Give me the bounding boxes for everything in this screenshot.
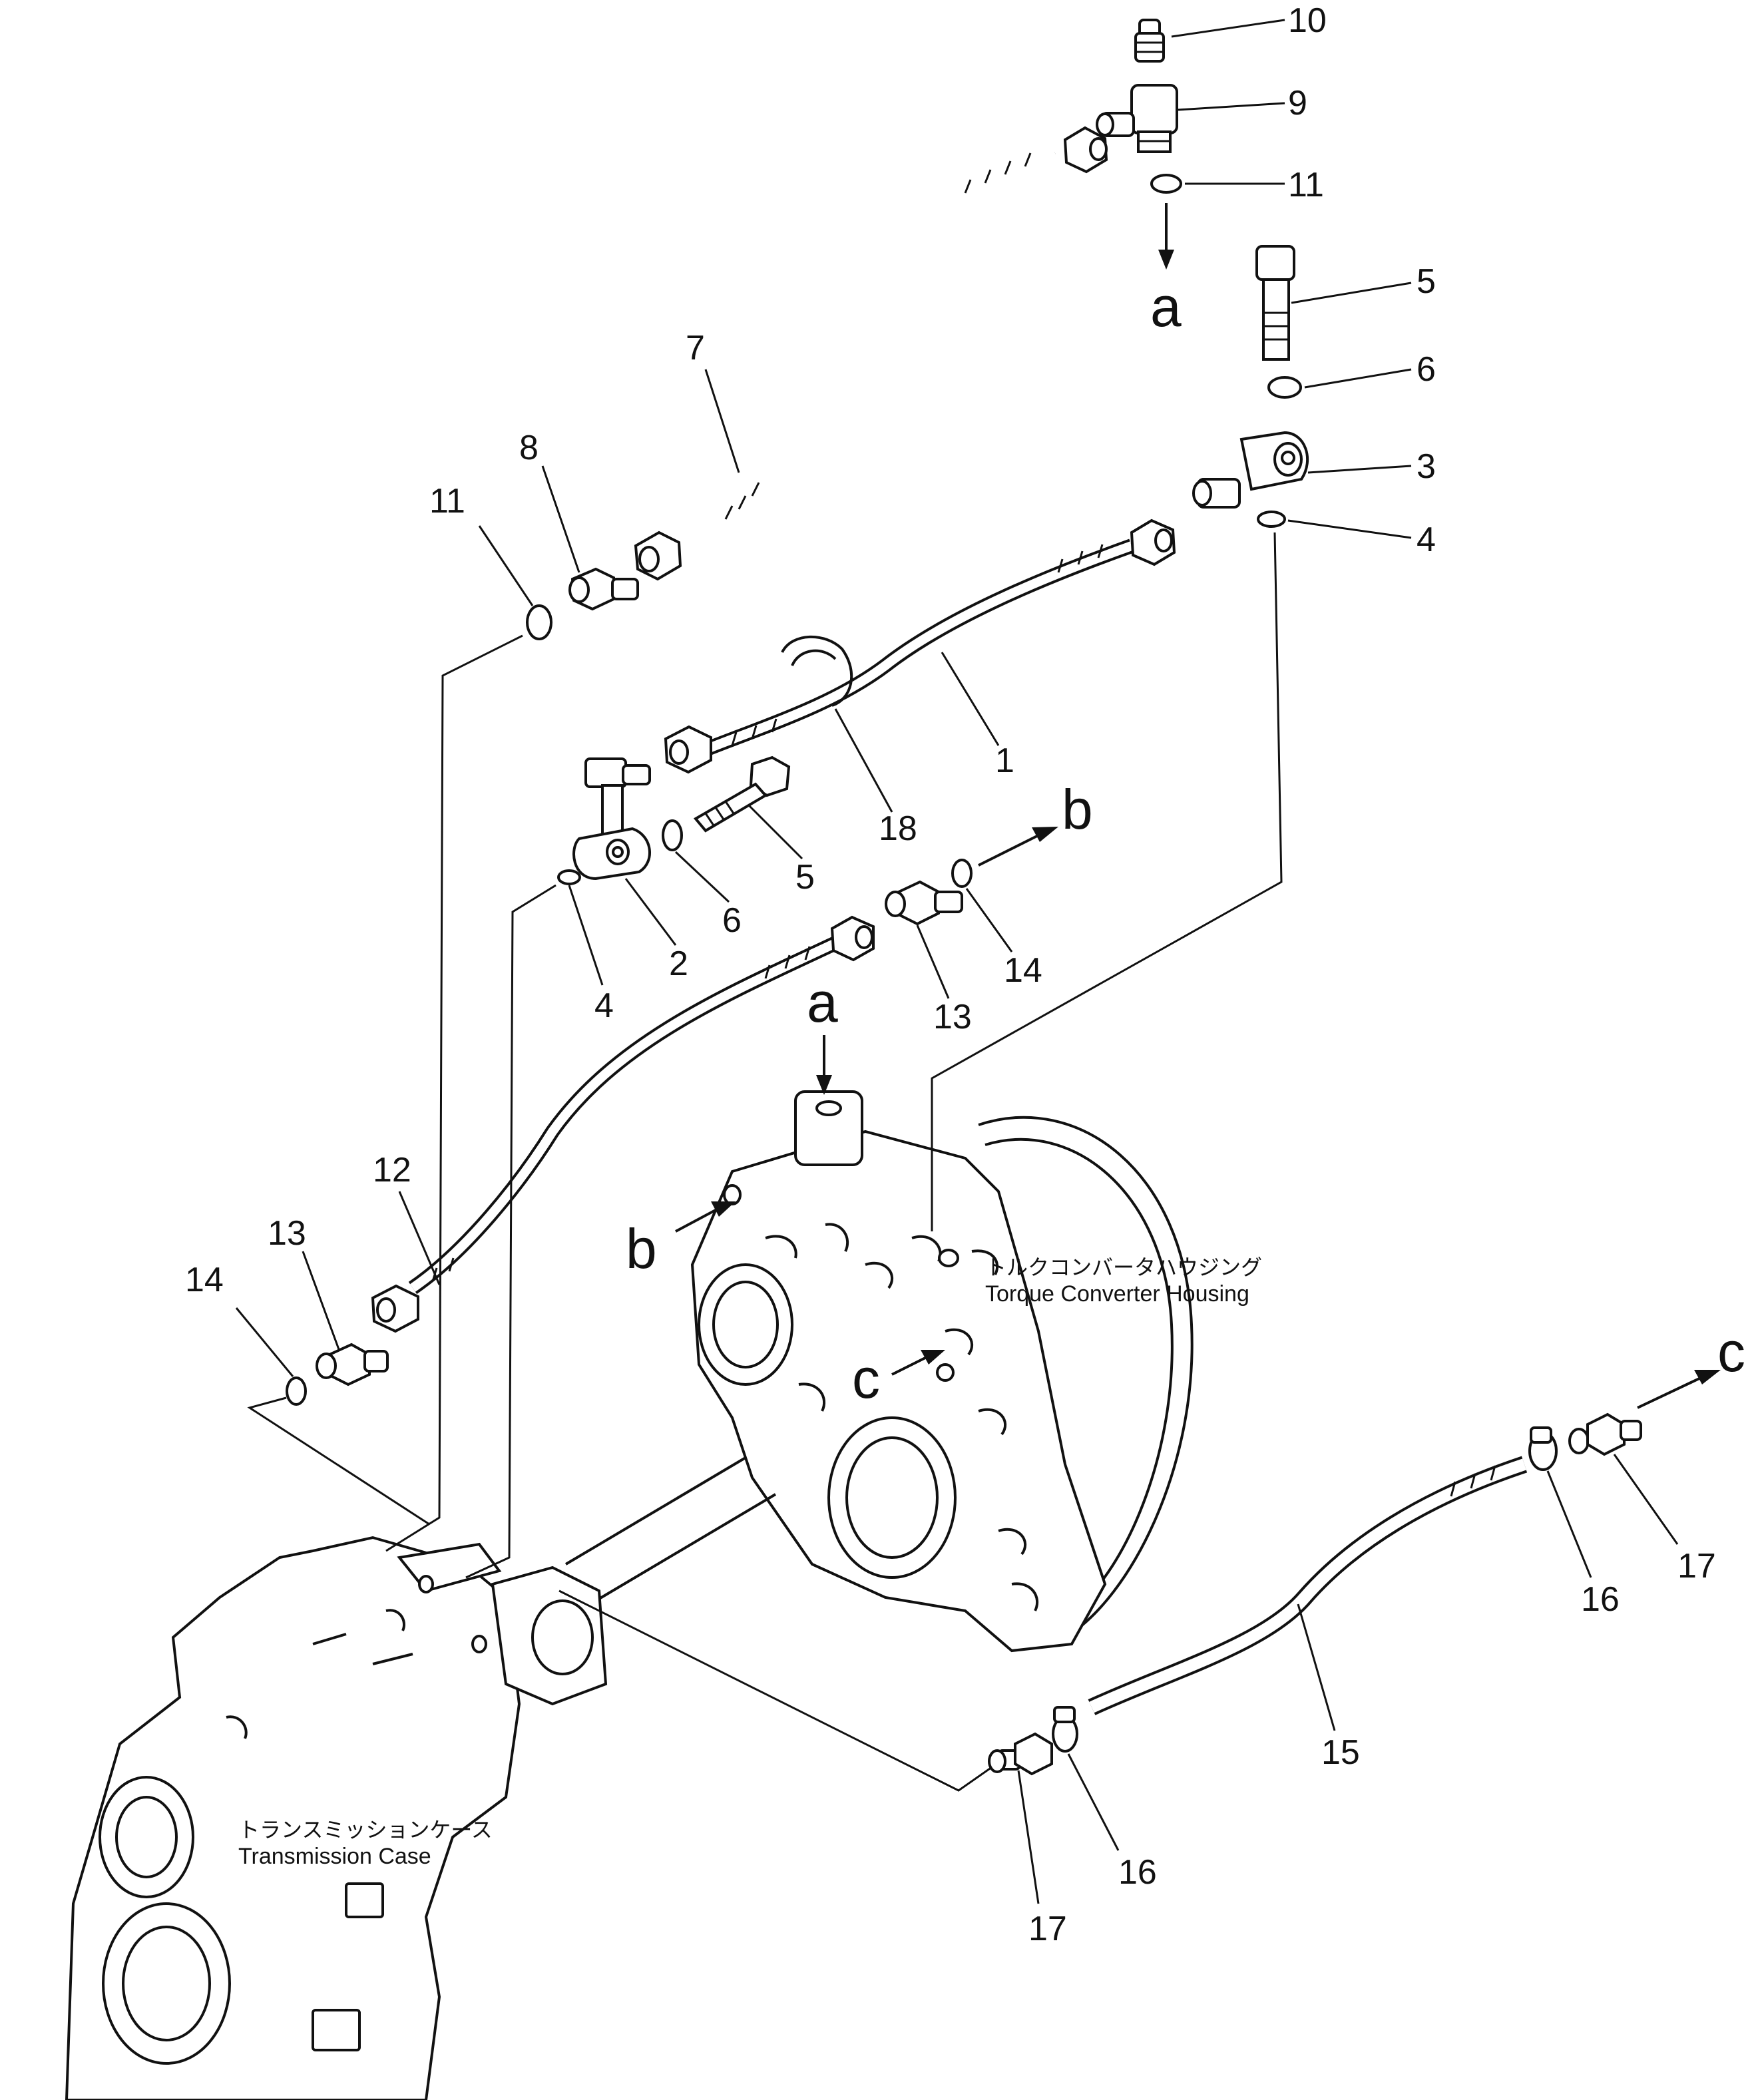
arrow-to-c-housing — [891, 1350, 945, 1376]
hose-clamp-16-right — [1528, 1426, 1558, 1471]
callout-18: 18 — [879, 809, 917, 848]
ref-a-top: a — [1150, 276, 1182, 338]
ref-c-housing: c — [852, 1347, 880, 1410]
torque-converter-label-jp: トルクコンバータハウジング — [985, 1255, 1262, 1280]
callout-16-right: 16 — [1581, 1580, 1620, 1619]
callout-3: 3 — [1417, 447, 1436, 486]
breather-10 — [1134, 19, 1165, 63]
arrow-to-b-top — [978, 827, 1058, 867]
connector-17-right — [1568, 1412, 1642, 1456]
callout-17-left: 17 — [1028, 1910, 1067, 1948]
arrow-to-c-right — [1637, 1370, 1721, 1409]
hose-12 — [371, 915, 875, 1333]
transmission-label-en: Transmission Case — [238, 1844, 431, 1869]
callout-13-upper: 13 — [933, 998, 972, 1036]
bolt-5-top — [1255, 245, 1295, 361]
callout-11-left: 11 — [429, 482, 465, 521]
o-ring-4-mid — [557, 869, 581, 885]
o-ring-11-left — [526, 604, 552, 640]
hose-15 — [1088, 1456, 1528, 1715]
callout-5-mid: 5 — [795, 858, 815, 897]
callout-17-right: 17 — [1677, 1547, 1716, 1585]
hose-7-lower-nut — [634, 530, 682, 581]
callout-11-top: 11 — [1288, 166, 1324, 204]
callout-16-left: 16 — [1118, 1853, 1157, 1892]
callout-10: 10 — [1288, 1, 1327, 40]
callout-4-mid: 4 — [594, 986, 614, 1025]
callout-14-upper: 14 — [1004, 951, 1042, 990]
adapter-8 — [568, 567, 639, 611]
o-ring-14-upper — [951, 859, 973, 888]
callout-12: 12 — [373, 1151, 411, 1189]
washer-6-top — [1267, 376, 1302, 399]
callout-13-lower: 13 — [268, 1214, 306, 1253]
callout-9: 9 — [1288, 84, 1307, 122]
arrow-to-b-housing — [675, 1201, 736, 1233]
hose-clamp-16-left — [1052, 1706, 1078, 1753]
torque-converter-label-en: Torque Converter Housing — [985, 1281, 1249, 1307]
bolt-5-mid — [693, 755, 791, 833]
adapter-13-upper — [885, 880, 963, 926]
ref-b-housing: b — [626, 1217, 657, 1280]
callout-2: 2 — [669, 945, 688, 983]
clamp-18 — [781, 635, 853, 707]
transmission-label-jp: トランスミッションケース — [238, 1817, 493, 1842]
transmission-case — [65, 1536, 608, 2100]
hose-1 — [664, 519, 1176, 774]
callout-4-top: 4 — [1417, 521, 1436, 559]
hose-1-upper-nut — [1130, 519, 1176, 566]
washer-6-mid — [662, 819, 683, 851]
o-ring-14-lower — [286, 1376, 307, 1406]
o-ring-4-top — [1257, 511, 1286, 528]
torque-converter-housing — [690, 1090, 1194, 1653]
drive-shaft — [564, 1456, 777, 1602]
hose-7 — [634, 126, 1108, 581]
arrow-to-a-top — [1158, 203, 1174, 270]
hose-7-upper-nut — [1063, 126, 1108, 174]
adapter-13-lower — [316, 1343, 389, 1386]
banjo-fitting-2 — [572, 757, 651, 881]
hose-1-lower-nut — [664, 725, 712, 774]
arrow-to-a-housing — [816, 1035, 832, 1095]
callout-1: 1 — [995, 741, 1014, 780]
callout-8: 8 — [519, 429, 539, 467]
routing-lines — [247, 532, 1283, 1792]
connector-17-left — [988, 1732, 1053, 1776]
ref-c-right: c — [1717, 1321, 1745, 1383]
ref-a-housing: a — [807, 971, 838, 1034]
callout-7: 7 — [686, 329, 705, 367]
callout-6-mid: 6 — [722, 901, 742, 940]
hose-12-upper-nut — [830, 915, 875, 962]
banjo-fitting-3 — [1192, 431, 1309, 509]
leader-lines — [235, 19, 1679, 1904]
o-ring-11-top — [1150, 174, 1182, 194]
callout-5-top: 5 — [1417, 262, 1436, 301]
hose-12-lower-nut — [371, 1284, 419, 1333]
callout-6-top: 6 — [1417, 350, 1436, 389]
ref-b-top: b — [1062, 778, 1093, 841]
callout-14-lower: 14 — [185, 1261, 224, 1299]
tee-fitting-9 — [1096, 84, 1178, 153]
callout-15: 15 — [1321, 1733, 1360, 1772]
